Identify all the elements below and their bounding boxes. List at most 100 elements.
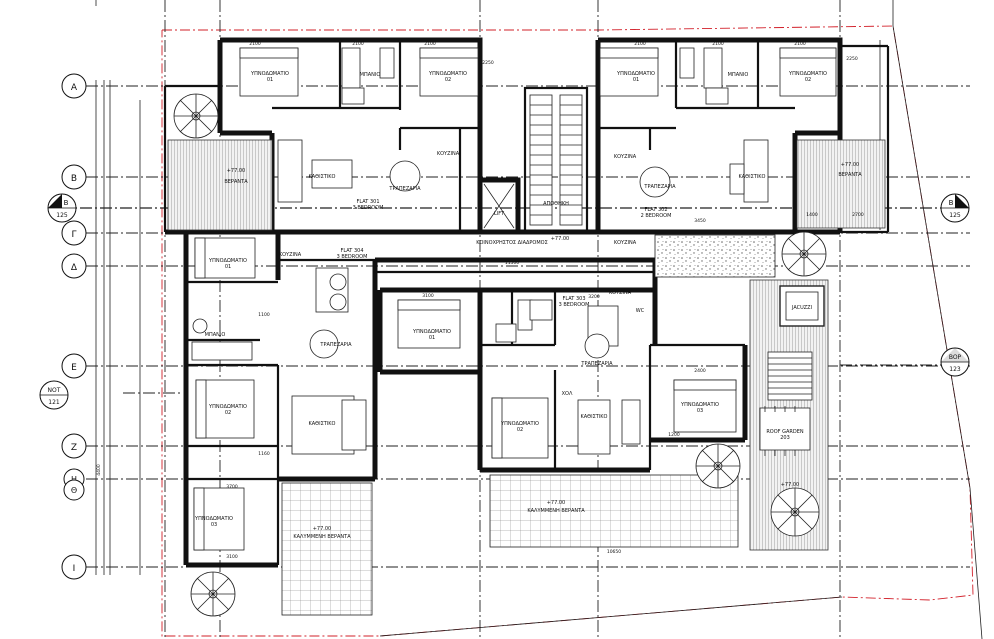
living-furniture [277, 139, 811, 456]
svg-text:A: A [71, 83, 78, 93]
dim-2100-d: 2100 [634, 41, 646, 47]
dim-2250-b: 2250 [846, 56, 858, 62]
label-dining-304: ΤΡΑΠΕΖΑΡΙΑ [319, 342, 352, 348]
dim-1100: 1100 [258, 312, 270, 318]
label-dining-302: ΤΡΑΠΕΖΑΡΙΑ [643, 184, 676, 190]
grid-bubble-A: A [61, 73, 87, 99]
grid-bubble-E: E [61, 353, 87, 379]
label-flat-301: FLAT 301 [357, 199, 380, 205]
svg-text:123: 123 [949, 366, 961, 373]
label-wc-303: WC [636, 308, 645, 314]
label-bedroom-301-01-no: 01 [267, 77, 273, 83]
dim-3100-a: 3100 [422, 293, 434, 299]
spiral-stairs [173, 93, 827, 617]
jacuzzi-tub [779, 285, 825, 327]
svg-text:B: B [71, 174, 77, 184]
label-kitchen-304: ΚΟΥΖΙΝΑ [279, 252, 302, 258]
dim-2400: 2400 [694, 368, 706, 374]
label-bedroom-303-02-no: 02 [517, 427, 523, 433]
label-common-corridor: ΚΟΙΝΟΧΡΗΣΤΟΣ ΔΙΑΔΡΟΜΟΣ [476, 240, 548, 246]
veranda-upper-left [167, 139, 273, 231]
dim-10650: 10650 [607, 549, 621, 555]
svg-text:125: 125 [56, 212, 68, 219]
label-flat-304-type: 3 BEDROOM [337, 254, 368, 260]
svg-text:125: 125 [949, 212, 961, 219]
label-veranda-upper-right: ΒΕΡΑΝΤΑ [838, 172, 862, 178]
label-bedroom-302-01: ΥΠΝΟΔΩΜΑΤΙΟ [616, 71, 655, 77]
label-dining-301: ΤΡΑΠΕΖΑΡΙΑ [388, 186, 421, 192]
label-hall-303: ΧΟΛ [562, 391, 573, 397]
svg-text:Z: Z [71, 443, 77, 453]
svg-text:121: 121 [48, 399, 60, 406]
covered-veranda-left [281, 482, 373, 616]
label-kitchen-302b: ΚΟΥΖΙΝΑ [614, 240, 637, 246]
covered-veranda-center [489, 474, 739, 548]
label-level-covered-center: +77.00 [547, 500, 566, 506]
label-kitchen-303: ΚΟΥΖΙΝΑ [609, 290, 632, 296]
dim-3100-b: 3100 [226, 554, 238, 560]
label-bedroom-303-03: ΥΠΝΟΔΩΜΑΤΙΟ [680, 402, 719, 408]
beds [193, 47, 837, 551]
dim-11500: 11500 [505, 260, 519, 266]
dim-2100-f: 2100 [794, 41, 806, 47]
section-marker-not: NOT 121 [39, 380, 69, 410]
label-bedroom-301-01: ΥΠΝΟΔΩΜΑΤΙΟ [250, 71, 289, 77]
dim-3200: 3200 [588, 294, 600, 300]
label-storage: ΑΠΟΘΗΚΗ [543, 201, 569, 207]
label-flat-303-type: 3 BEDROOM [559, 302, 590, 308]
label-bedroom-304-03: ΥΠΝΟΔΩΜΑΤΙΟ [194, 516, 233, 522]
label-bedroom-302-02: ΥΠΝΟΔΩΜΑΤΙΟ [788, 71, 827, 77]
label-flat-304: FLAT 304 [341, 248, 364, 254]
label-bedroom-304-02: ΥΠΝΟΔΩΜΑΤΙΟ [208, 404, 247, 410]
svg-text:NOT: NOT [48, 387, 61, 394]
dim-3700: 3700 [226, 484, 238, 490]
label-jacuzzi: JACUZZI [791, 305, 812, 311]
main-stair [529, 94, 583, 226]
label-bedroom-303-01-no: 01 [429, 335, 435, 341]
label-bedroom-302-01-no: 01 [633, 77, 639, 83]
dim-1200: 1200 [668, 432, 680, 438]
walls [163, 37, 890, 568]
label-level-upper-left: +77.00 [227, 168, 246, 174]
lift-cross [483, 183, 515, 229]
label-flat-302: FLAT 302 [645, 207, 668, 213]
dim-1160: 1160 [258, 451, 270, 457]
dim-2700: 2700 [852, 212, 864, 218]
label-covered-veranda-center: ΚΑΛΥΜΜΕΝΗ ΒΕΡΑΝΤΑ [527, 508, 585, 514]
label-bedroom-304-02-no: 02 [225, 410, 231, 416]
dim-4400: 4400 [96, 464, 102, 476]
label-flat-301-type: 3 BEDROOM [353, 205, 384, 211]
label-living-304: ΚΑΘΙΣΤΙΚΟ [308, 421, 335, 427]
label-flat-303: FLAT 303 [563, 296, 586, 302]
grid-bubble-G: Γ [61, 220, 87, 246]
label-bedroom-301-02: ΥΠΝΟΔΩΜΑΤΙΟ [428, 71, 467, 77]
label-flat-302-type: 2 BEDROOM [641, 213, 672, 219]
dim-2100-b: 2100 [352, 41, 364, 47]
label-bathroom-302: ΜΠΑΝΙΟ [728, 72, 749, 78]
label-bedroom-303-01: ΥΠΝΟΔΩΜΑΤΙΟ [412, 329, 451, 335]
svg-text:I: I [73, 564, 76, 574]
dim-2100-a: 2100 [249, 41, 261, 47]
label-kitchen-301: ΚΟΥΖΙΝΑ [437, 151, 460, 157]
label-roof-garden: ROOF GARDEN [766, 429, 804, 435]
label-bathroom-304: ΜΠΑΝΙΟ [205, 332, 226, 338]
veranda-upper-right [796, 139, 886, 229]
gravel-strip [654, 234, 776, 278]
svg-text:Δ: Δ [71, 263, 78, 273]
svg-text:Θ: Θ [71, 486, 77, 495]
label-bedroom-304-01-no: 01 [225, 264, 231, 270]
label-covered-veranda-left: ΚΑΛΥΜΜΕΝΗ ΒΕΡΑΝΤΑ [293, 534, 351, 540]
label-level-roof-garden: +77.00 [781, 482, 800, 488]
dim-3450: 3450 [694, 218, 706, 224]
label-level-upper-right: +77.00 [841, 162, 860, 168]
label-bedroom-304-01: ΥΠΝΟΔΩΜΑΤΙΟ [208, 258, 247, 264]
label-lift: LIFT [494, 211, 505, 217]
svg-text:B: B [949, 199, 954, 207]
property-boundary [161, 25, 974, 637]
svg-text:Γ: Γ [71, 230, 76, 240]
label-bedroom-303-03-no: 03 [697, 408, 703, 414]
grid-bubble-D: Δ [61, 253, 87, 279]
label-level-covered-left: +77.00 [313, 526, 332, 532]
section-marker-left: B 125 [47, 193, 77, 223]
